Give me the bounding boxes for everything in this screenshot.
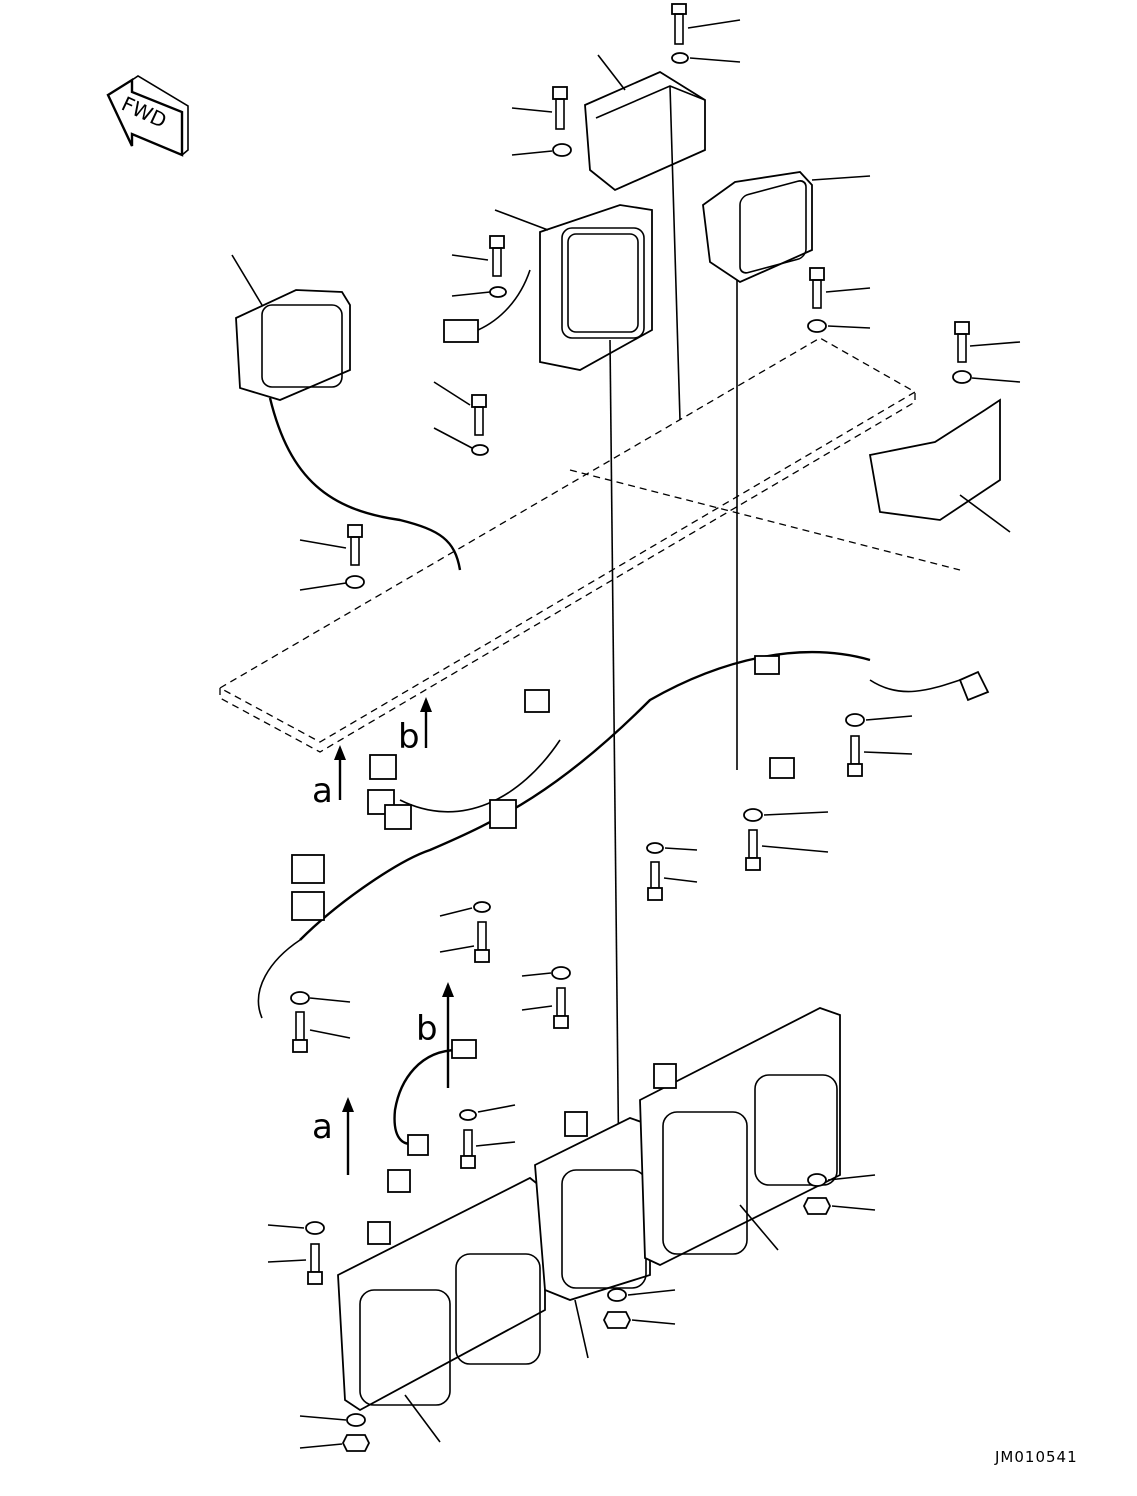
view-label-b-lower: b [416,1009,438,1049]
right-bolts [807,267,1021,384]
center-work-lamp [443,204,653,1281]
fwd-arrow-icon: FWD [106,75,189,157]
view-label-a-upper: a [312,771,333,811]
wiring-harness [257,650,990,1019]
mounting-plate [218,337,961,753]
lower-fasteners [267,1104,876,1452]
view-label-b-upper: b [398,717,420,757]
upper-left-bolts [299,235,507,591]
lower-wiring: a b [312,982,677,1245]
right-top-work-lamp [702,171,871,770]
view-label-a-lower: a [312,1107,333,1147]
rear-lamp-assembly [337,1007,841,1443]
mid-bolts [290,713,913,1053]
right-guard-plate [868,398,1011,533]
drawing-number: JM010541 [994,1448,1078,1466]
upper-rear-lamp-housing [511,3,741,421]
left-top-work-lamp [231,254,462,571]
view-arrows-upper: a b [312,697,432,811]
